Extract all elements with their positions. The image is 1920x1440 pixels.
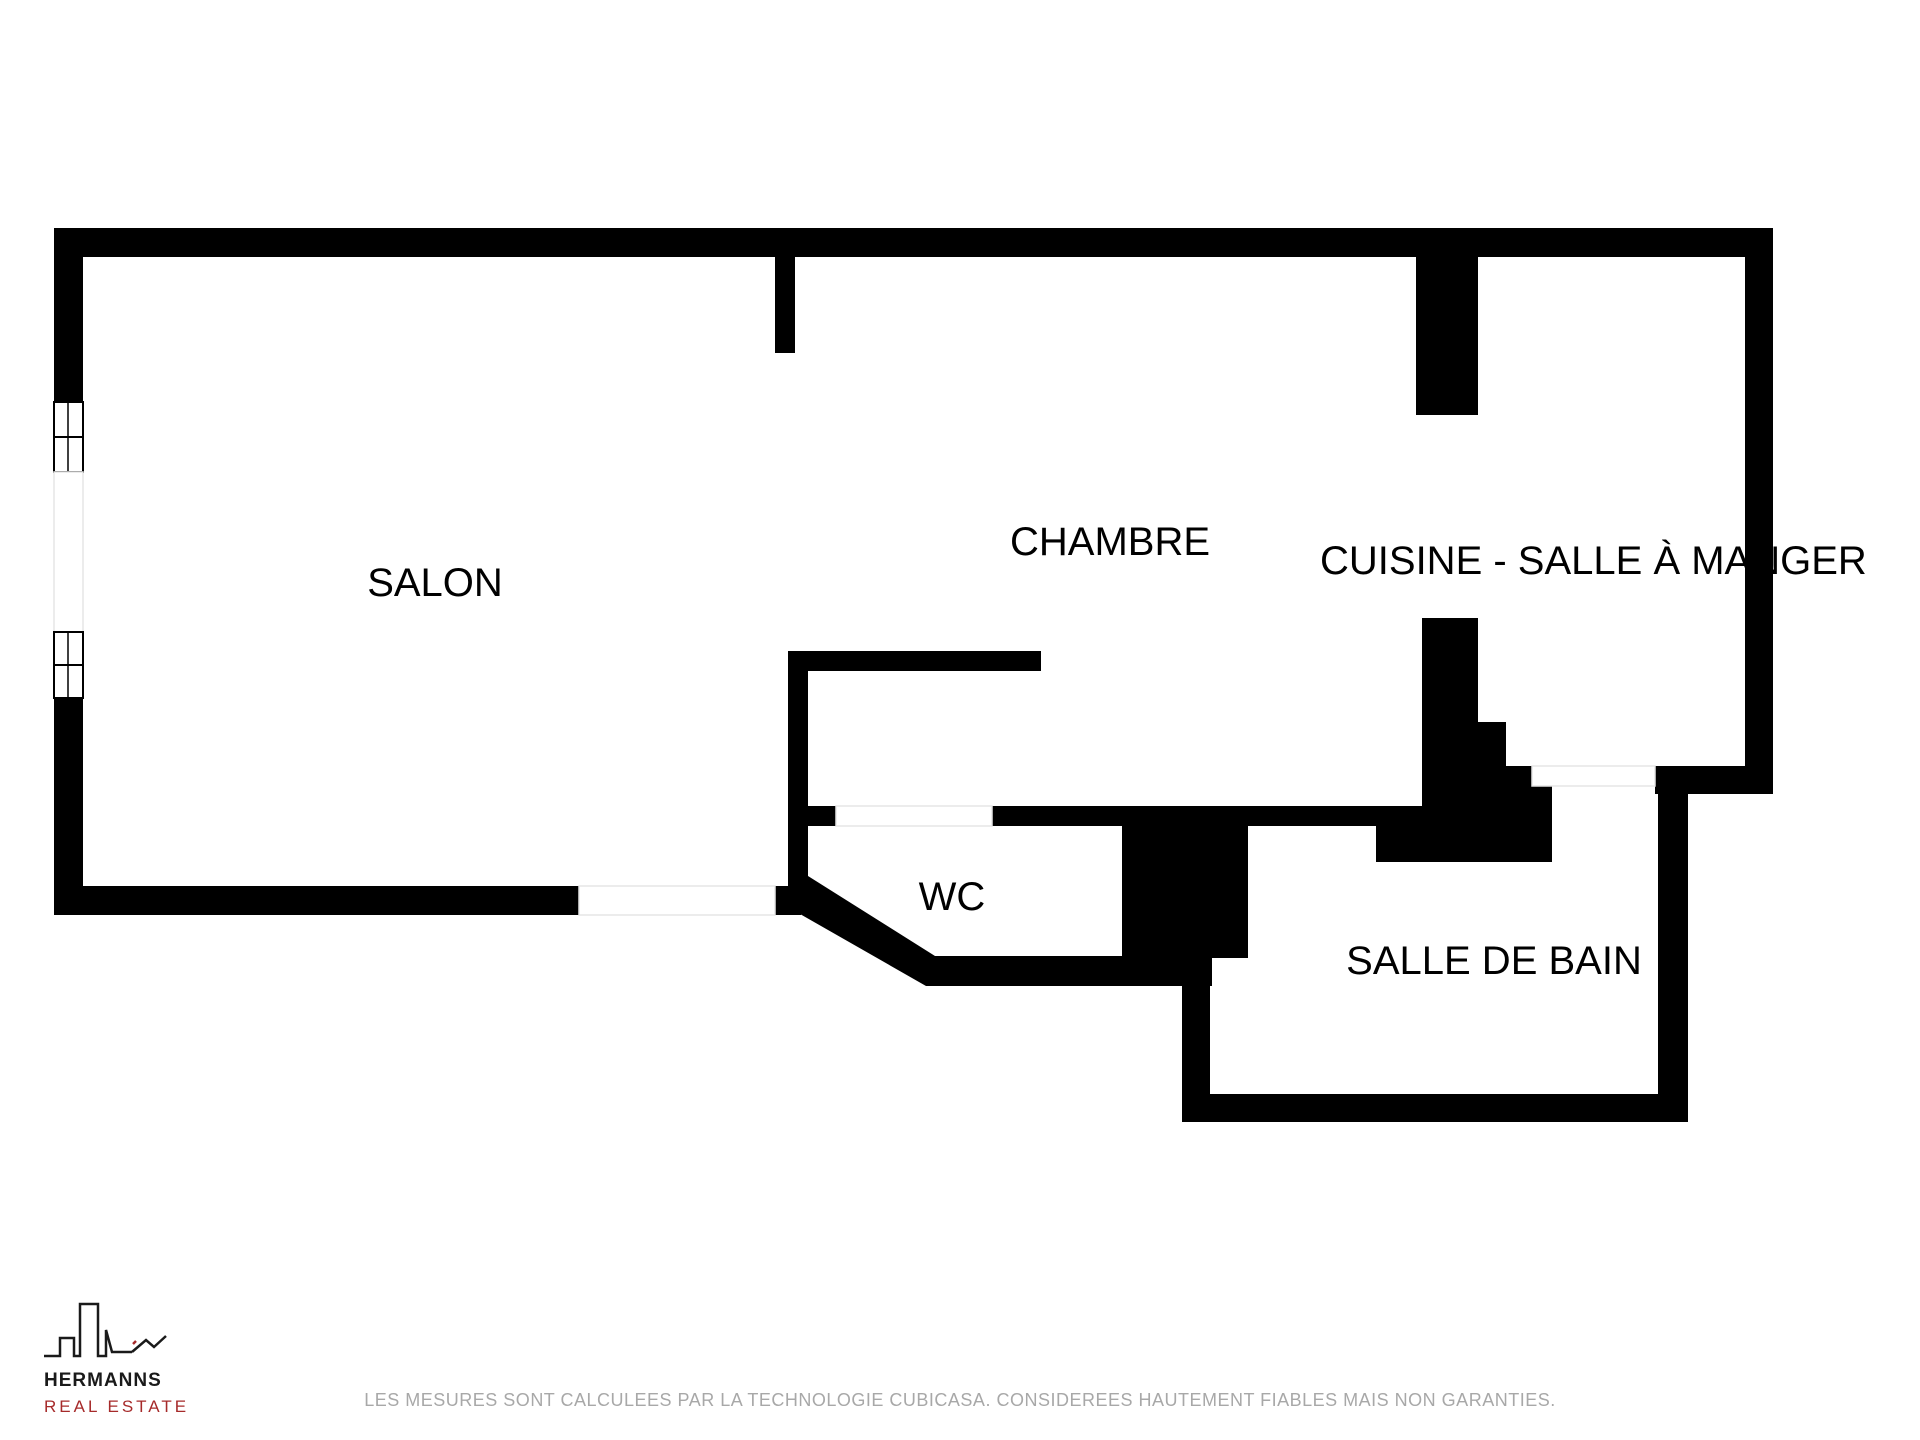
opening-bath [1531,765,1656,787]
logo-name: HERMANNS [44,1370,162,1391]
wall-kitchen-pillar-top [1416,228,1478,415]
wall-kitchen-pillar-base [1422,766,1532,806]
wall-chambre-inner-top [788,651,1041,671]
openings [578,765,1656,916]
window-left [53,401,84,699]
disclaimer-text: LES MESURES SONT CALCULEES PAR LA TECHNO… [364,1390,1556,1410]
wall-kitchen-pillar-step [1422,722,1506,766]
room-label-wc: WC [919,875,986,919]
room-label-salon: SALON [367,561,503,605]
wall-bath-bottom [1182,1094,1688,1122]
wall-left-lower [54,698,83,914]
wall-right-kitchen [1745,228,1773,794]
wall-wc-top-left [788,806,836,826]
opening-wc [835,805,993,827]
wall-left-upper [54,228,83,402]
room-label-chambre: CHAMBRE [1010,520,1210,564]
room-label-salle-de-bain: SALLE DE BAIN [1346,939,1642,983]
wall-wc-bath-block [1122,826,1248,958]
skyline-icon [44,1302,167,1358]
wall-wc-left [788,826,808,878]
wall-wc-diagonal [788,876,935,986]
wall-wc-top-right [992,806,1422,826]
wall-bath-top [1376,806,1530,862]
hermanns-logo: HERMANNS REAL ESTATE [44,1302,189,1416]
logo-subtitle: REAL ESTATE [44,1397,189,1416]
wall-partition-top [775,228,795,353]
opening-salon-bottom [578,885,776,916]
wall-bottom-salon [54,886,579,915]
room-label-cuisine: CUISINE - SALLE À MANGER [1320,538,1867,583]
wall-bath-top-right [1530,766,1552,862]
wall-bath-right [1658,766,1688,1122]
walls [54,228,1773,1122]
wall-top [54,228,1773,257]
